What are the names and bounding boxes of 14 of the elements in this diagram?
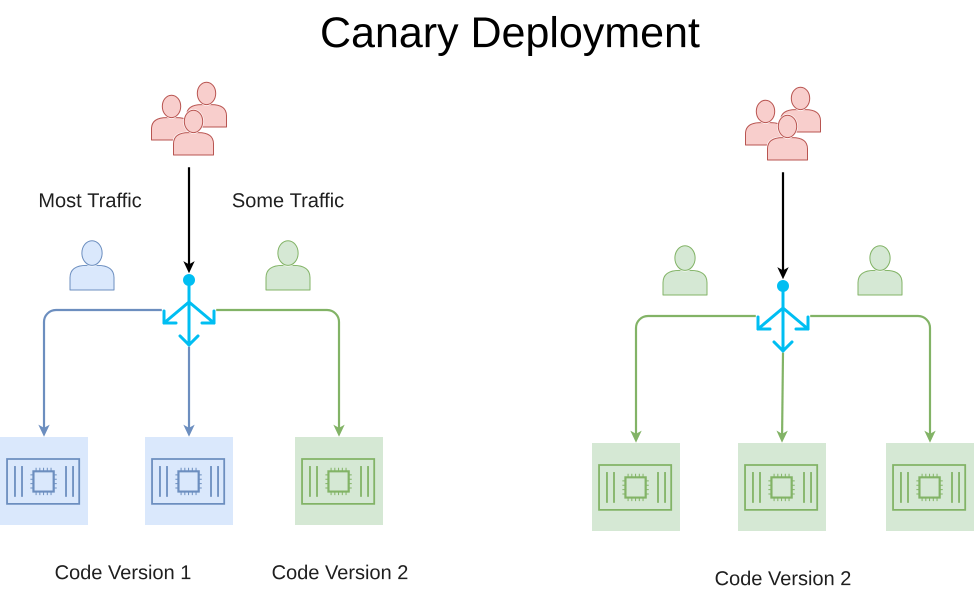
user-icon bbox=[264, 240, 312, 292]
user-icon bbox=[662, 244, 708, 296]
users-icon bbox=[744, 86, 822, 162]
label: Code Version 2 bbox=[272, 564, 408, 580]
user-icon bbox=[856, 244, 904, 296]
label: Some Traffic bbox=[232, 192, 344, 208]
label: Code Version 2 bbox=[716, 570, 850, 586]
load-balancer-icon bbox=[162, 274, 216, 346]
title: Canary Deployment bbox=[322, 16, 700, 56]
label: Code Version 1 bbox=[56, 564, 190, 580]
users-icon bbox=[150, 81, 228, 156]
load-balancer-icon bbox=[756, 280, 810, 352]
user-icon bbox=[68, 240, 116, 292]
label: Most Traffic bbox=[40, 192, 142, 208]
